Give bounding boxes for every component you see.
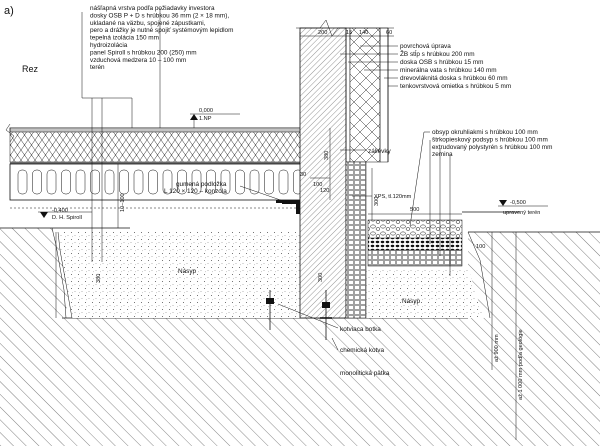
wall-layer-label-3: minerálna vata s hrúbkou 140 mm bbox=[400, 67, 497, 74]
callout-monoliticka-patka: monolitická pätka bbox=[340, 370, 390, 377]
wall-layer-label-1: ŽB stĺp s hrúbkou 200 mm bbox=[400, 49, 475, 58]
floor-layer-label-2: ukladané na väzbu, spojené zápustkami, bbox=[90, 20, 206, 27]
spiroll-core bbox=[32, 169, 42, 195]
floor-layer-label-1: dosky OSB P + D s hrúbkou 36 mm (2 × 18 … bbox=[90, 12, 229, 19]
level-terrain: -0,500 upravený terén bbox=[498, 200, 548, 216]
plinth-layer-label-1: štrkopieskový podsyp s hrúbkou 100 mm bbox=[432, 136, 548, 143]
spiroll-core bbox=[90, 169, 100, 195]
floor-layer-label-6: panel Spiroll s hrúbkou 200 (250) mm bbox=[90, 49, 197, 56]
level-spiroll-value: -0,400 bbox=[52, 208, 68, 214]
callout-konzola: L 120 × 120 – konzola bbox=[164, 188, 227, 195]
dim-380: 380 bbox=[324, 151, 330, 160]
dim-500: 500 bbox=[410, 207, 419, 213]
fill-left bbox=[57, 231, 300, 319]
floor-layer-labels: nášľapná vrstva podľa požiadavky investo… bbox=[90, 5, 233, 71]
callout-kotviaca-botka: kotviaca botka bbox=[340, 326, 381, 333]
dim-60: 60 bbox=[386, 30, 392, 36]
floor-layer-label-0: nášľapná vrstva podľa požiadavky investo… bbox=[90, 5, 215, 12]
steel-bracket bbox=[276, 200, 300, 214]
dimension-lines bbox=[55, 32, 517, 440]
spiroll-core bbox=[133, 169, 144, 195]
spiroll-core bbox=[177, 169, 187, 195]
fill-right bbox=[358, 231, 491, 319]
plinth-layers bbox=[367, 211, 520, 267]
spiroll-core bbox=[104, 169, 115, 195]
dim-10-100: 10–100 bbox=[120, 193, 126, 212]
plinth-layer-label-2: extrudovaný polystyrén s hrúbkou 100 mm bbox=[432, 144, 552, 151]
spiroll-core bbox=[278, 169, 289, 195]
plinth-layer-label-3: zemina bbox=[432, 151, 453, 158]
callout-zalievky: zálievky bbox=[368, 148, 392, 155]
xps-plinth bbox=[345, 161, 367, 319]
floor-slab bbox=[5, 123, 307, 209]
dim-140: 140 bbox=[359, 30, 368, 36]
level-spiroll: -0,400 D. H. Spiroll bbox=[38, 208, 92, 221]
floor-layer-label-8: terén bbox=[90, 64, 105, 71]
spiroll-core bbox=[191, 169, 202, 195]
level-floor-value: 0,000 bbox=[199, 108, 213, 114]
panel-label: a) bbox=[4, 5, 14, 17]
plinth-layer-labels: obsyp okruhliakmi s hrúbkou 100 mmštrkop… bbox=[432, 129, 552, 158]
level-spiroll-sub: D. H. Spiroll bbox=[52, 215, 82, 221]
wall-layer-label-0: povrchová úprava bbox=[400, 43, 451, 50]
leader-lines bbox=[81, 8, 451, 351]
left-footing-edge bbox=[51, 227, 67, 319]
anchor-bolts bbox=[266, 290, 332, 340]
spiroll-core bbox=[235, 169, 245, 195]
spiroll-core bbox=[75, 169, 86, 195]
section-label: Rez bbox=[22, 64, 39, 74]
spiroll-core bbox=[17, 169, 28, 195]
dim-100: 100 bbox=[313, 182, 322, 188]
level-floor-sub: 1.NP bbox=[199, 116, 212, 122]
wall-insulation bbox=[296, 19, 394, 163]
spiroll-core bbox=[61, 169, 71, 195]
rc-column bbox=[299, 27, 347, 319]
spiroll-core bbox=[162, 169, 173, 195]
spiroll-core bbox=[206, 169, 216, 195]
level-terrain-value: -0,500 bbox=[510, 200, 526, 206]
floor-layer-label-7: vzduchová medzera 10 – 100 mm bbox=[90, 57, 186, 64]
dim-mid-300: 300 bbox=[318, 273, 324, 282]
level-terrain-sub: upravený terén bbox=[503, 210, 540, 216]
spiroll-core bbox=[148, 169, 158, 195]
wall-layer-label-5: tenkovrstvová omietka s hrúbkou 5 mm bbox=[400, 83, 511, 90]
callout-chemicka-kotva: chemická kotva bbox=[340, 347, 384, 354]
dim-30: 30 bbox=[300, 172, 306, 178]
dim-right-100: 100 bbox=[476, 244, 485, 250]
spiroll-core bbox=[119, 169, 129, 195]
dim-left-380: 380 bbox=[96, 274, 102, 283]
spiroll-core bbox=[46, 169, 57, 195]
callout-gumova-podlozka: gumená podložka bbox=[176, 181, 227, 188]
plinth-layer-label-0: obsyp okruhliakmi s hrúbkou 100 mm bbox=[432, 129, 538, 136]
floor-layer-label-5: hydroizolácia bbox=[90, 42, 128, 49]
wall-layer-label-4: drevovláknitá doska s hrúbkou 60 mm bbox=[400, 75, 508, 82]
monolithic-footing bbox=[62, 317, 468, 446]
spiroll-core bbox=[264, 169, 274, 195]
wall-layer-label-2: doska OSB s hrúbkou 15 mm bbox=[400, 59, 483, 66]
fill-left-label: Násyp bbox=[178, 268, 197, 275]
dim-15: 15 bbox=[346, 30, 352, 36]
callout-xps: XPS, tl.120mm bbox=[374, 194, 412, 200]
dim-120: 120 bbox=[320, 188, 329, 194]
level-floor: 0,000 1.NP bbox=[190, 108, 240, 128]
dim-200: 200 bbox=[318, 30, 327, 36]
spiroll-core bbox=[249, 169, 260, 195]
dim-depth-900: až 900 mm bbox=[494, 334, 500, 362]
floor-layer-label-3: pero a drážky je nutné spojiť systémovým… bbox=[90, 27, 233, 34]
dim-depth-1000: až 1 000 mm podľa geológie bbox=[518, 329, 524, 400]
floor-layer-label-4: tepelná izolácia 150 mm bbox=[90, 35, 159, 42]
fill-right-label: Násyp bbox=[402, 298, 421, 305]
dim-300: 300 bbox=[374, 197, 380, 206]
spiroll-core bbox=[220, 169, 231, 195]
